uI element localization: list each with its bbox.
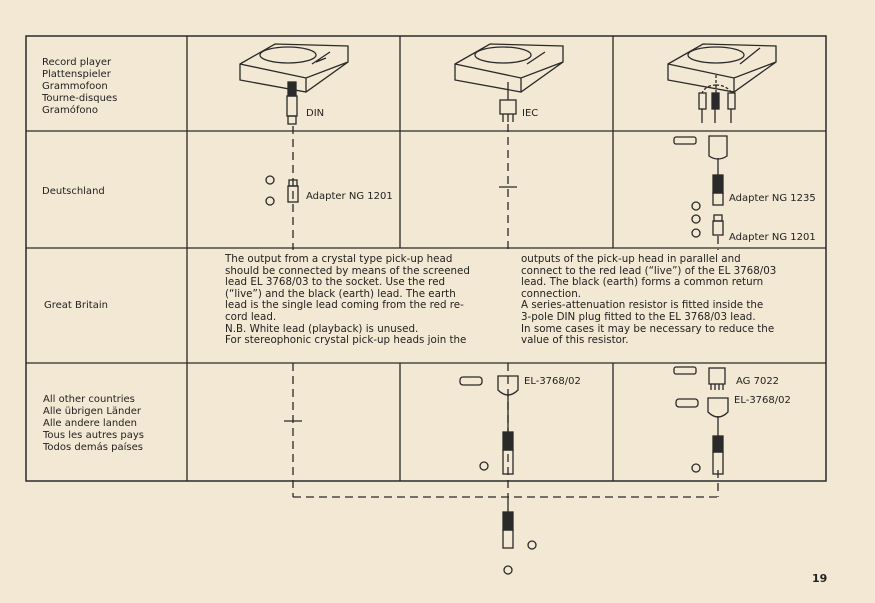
label-el-3768-02: EL-3768/02 xyxy=(524,376,581,387)
el-3768-02-icon xyxy=(459,375,519,475)
label-iec: IEC xyxy=(522,108,539,119)
row-label-deutschland: Deutschland xyxy=(42,186,105,197)
ag-7022-el-3768-02-icon xyxy=(673,366,729,475)
row-label-other-countries: All other countries Alle übrigen Länder … xyxy=(43,394,144,453)
table-grid xyxy=(25,35,827,482)
output-din-plug-icon xyxy=(502,500,537,575)
label-ag-7022: AG 7022 xyxy=(736,376,780,387)
label-adapter-ng1201: Adapter NG 1201 xyxy=(306,191,393,202)
record-player-icon-din xyxy=(239,43,349,125)
row-label-record-player: Record player Plattenspieler Grammofoon … xyxy=(42,57,118,116)
record-player-icon-iec xyxy=(454,43,564,122)
page-number: 19 xyxy=(812,572,828,585)
label-adapter-ng1235: Adapter NG 1235 xyxy=(729,193,816,204)
adapter-ng1235-icon xyxy=(673,135,728,238)
gb-instructions-right: outputs of the pick-up head in parallel … xyxy=(521,253,777,347)
record-player-icon-cinch xyxy=(667,43,777,123)
label-el-3768-02-b: EL-3768/02 xyxy=(734,395,791,406)
label-adapter-ng1201-b: Adapter NG 1201 xyxy=(729,232,816,243)
gb-instructions-left: The output from a crystal type pick-up h… xyxy=(225,253,470,347)
row-label-great-britain: Great Britain xyxy=(44,300,108,311)
label-din: DIN xyxy=(306,108,325,119)
adapter-ng1201-icon xyxy=(265,175,299,206)
